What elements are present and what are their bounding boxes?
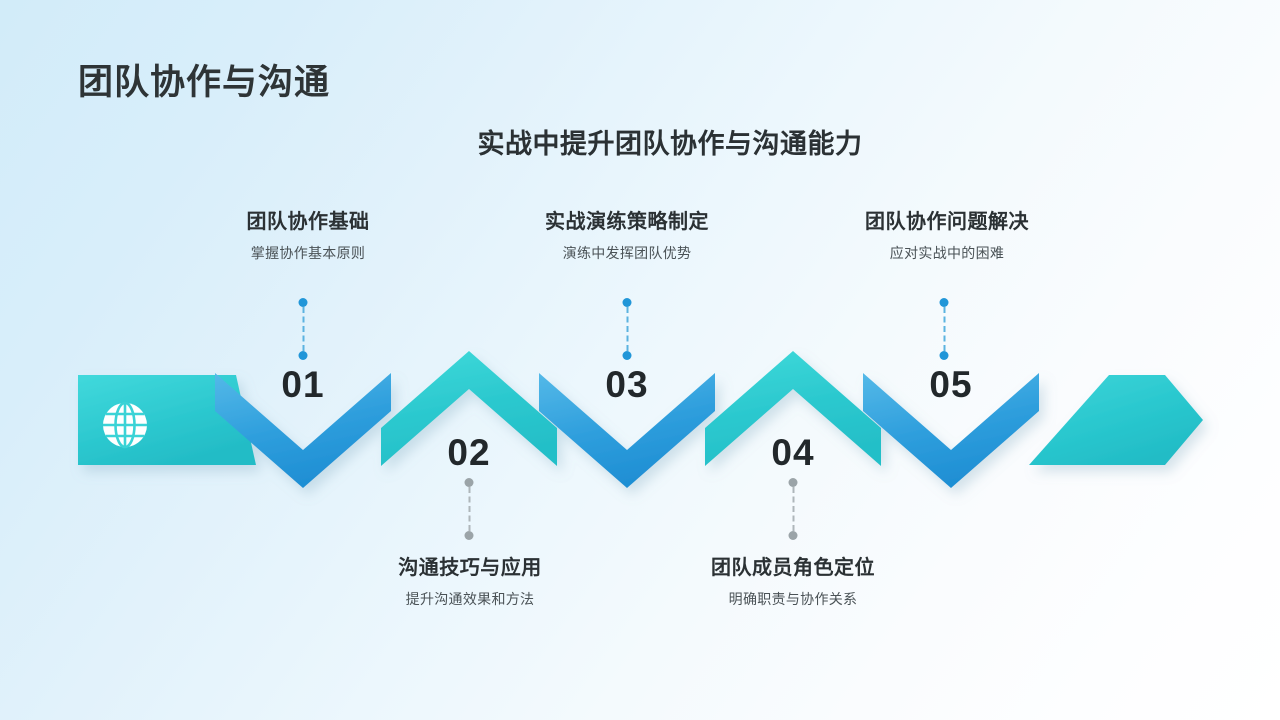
- step-number-01: 01: [281, 364, 325, 405]
- page-subtitle: 实战中提升团队协作与沟通能力: [477, 129, 863, 159]
- connector-dash: [943, 307, 945, 351]
- connector-dot-top: [939, 298, 949, 307]
- connector-02: [464, 478, 474, 540]
- connector-dash: [302, 307, 304, 351]
- connector-04: [788, 478, 798, 540]
- step-number-02: 02: [447, 432, 491, 473]
- globe-icon: [103, 401, 147, 449]
- connector-dot-top: [298, 298, 308, 307]
- step-title-01: 团队协作基础: [246, 211, 370, 233]
- page-title: 团队协作与沟通: [78, 63, 331, 102]
- connector-dot-top: [622, 298, 632, 307]
- connector-dash: [468, 487, 470, 531]
- step-title-04: 团队成员角色定位: [711, 557, 875, 579]
- connector-01: [298, 298, 308, 360]
- step-number-03: 03: [605, 364, 649, 405]
- connector-dot-bottom: [464, 531, 474, 540]
- connector-03: [622, 298, 632, 360]
- connector-dot-top: [464, 478, 474, 487]
- step-text-01: 团队协作基础 掌握协作基本原则: [247, 210, 370, 262]
- connector-dot-top: [788, 478, 798, 487]
- step-text-05: 团队协作问题解决 应对实战中的困难: [865, 210, 1029, 262]
- connector-dot-bottom: [298, 351, 308, 360]
- step-desc-01: 掌握协作基本原则: [250, 245, 366, 261]
- step-text-03: 实战演练策略制定 演练中发挥团队优势: [545, 210, 709, 262]
- step-text-02: 沟通技巧与应用 提升沟通效果和方法: [398, 556, 542, 608]
- step-desc-03: 演练中发挥团队优势: [562, 245, 692, 261]
- connector-dash: [626, 307, 628, 351]
- connector-dot-bottom: [622, 351, 632, 360]
- step-desc-04: 明确职责与协作关系: [728, 591, 858, 607]
- step-title-05: 团队协作问题解决: [865, 211, 1029, 233]
- step-number-05: 05: [929, 364, 973, 405]
- step-number-04: 04: [771, 432, 815, 473]
- step-text-04: 团队成员角色定位 明确职责与协作关系: [711, 556, 875, 608]
- tail-shape: [1029, 375, 1203, 465]
- step-desc-05: 应对实战中的困难: [889, 245, 1005, 261]
- connector-dot-bottom: [788, 531, 798, 540]
- step-title-02: 沟通技巧与应用: [398, 557, 542, 579]
- lead-shape: [78, 375, 256, 465]
- connector-dot-bottom: [939, 351, 949, 360]
- step-desc-02: 提升沟通效果和方法: [405, 591, 535, 607]
- connector-dash: [792, 487, 794, 531]
- connector-05: [939, 298, 949, 360]
- step-title-03: 实战演练策略制定: [545, 211, 709, 233]
